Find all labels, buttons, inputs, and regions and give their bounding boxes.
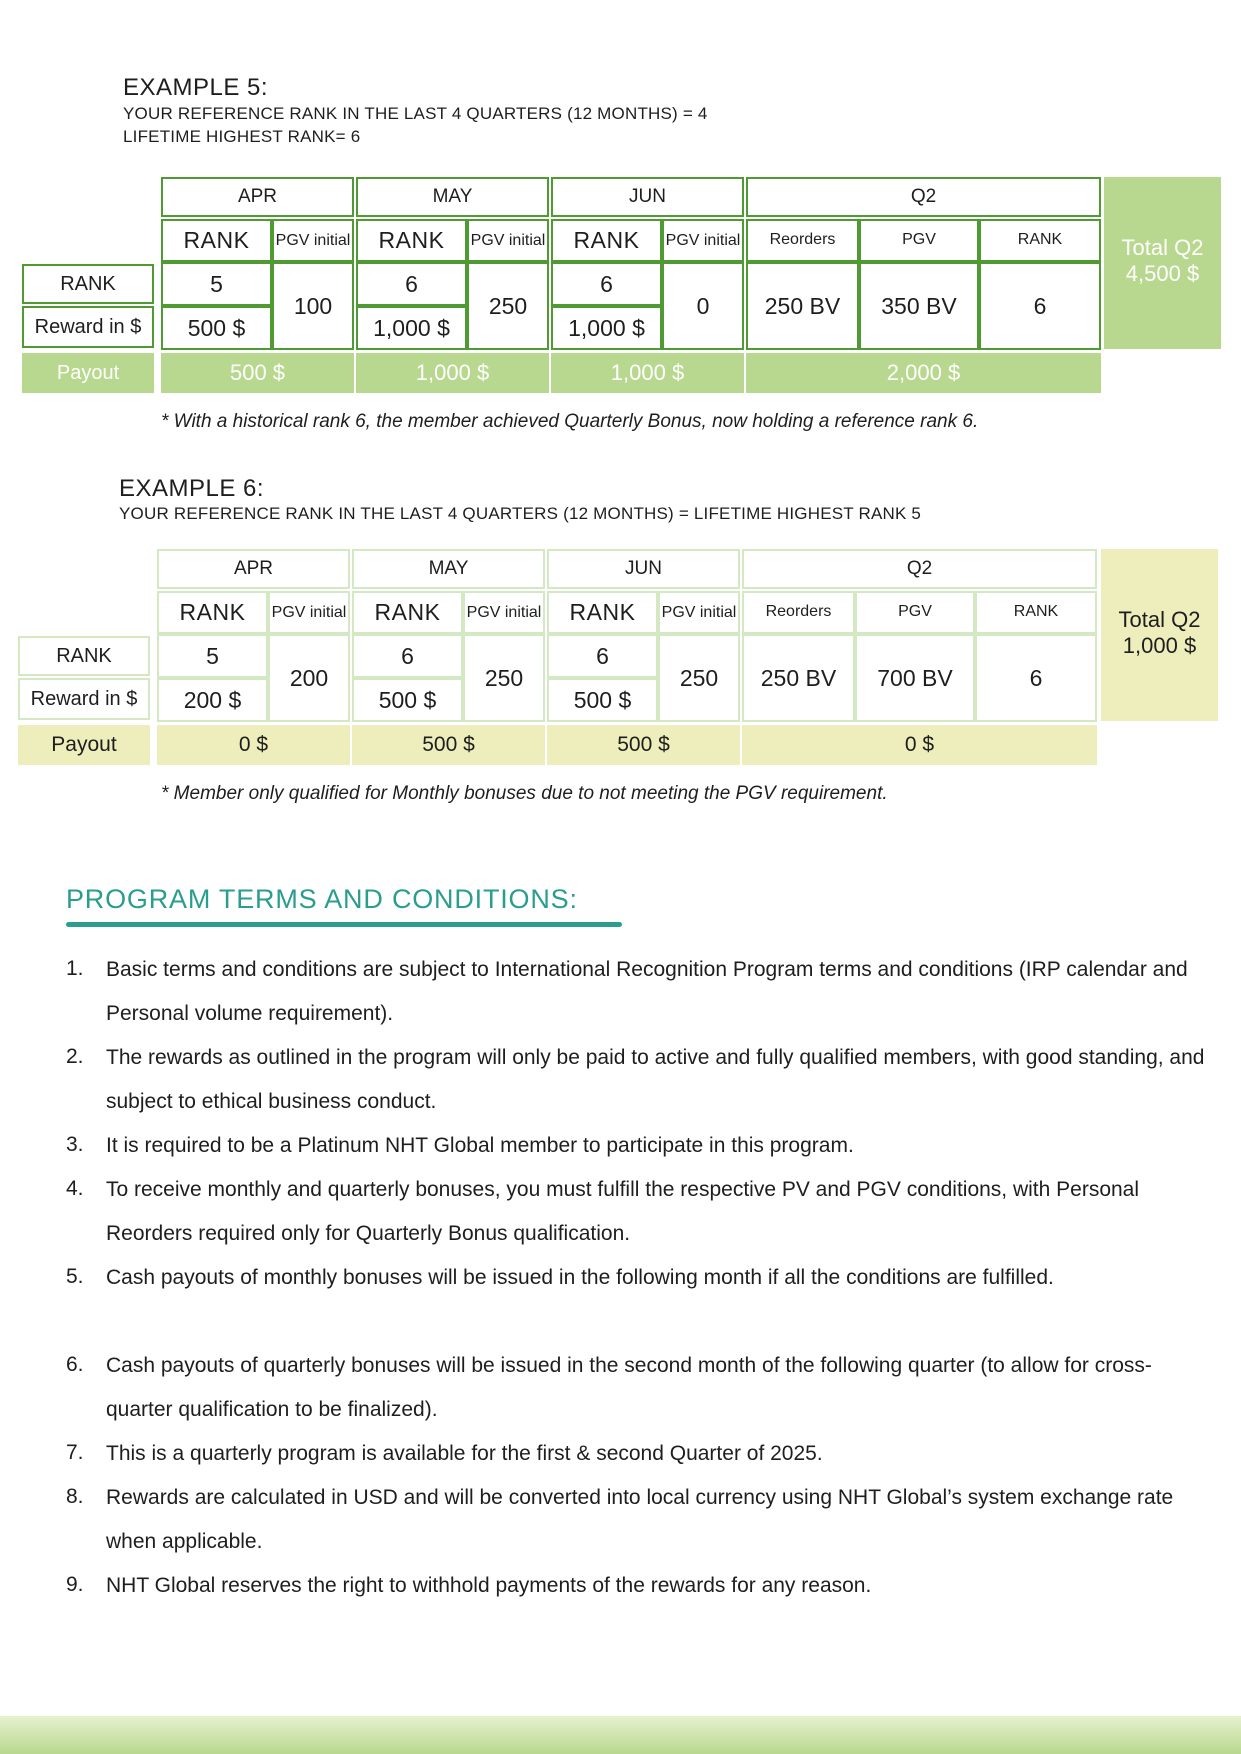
quarter-header-q2: Q2 [746,177,1101,217]
term-text: Basic terms and conditions are subject t… [106,958,1188,1025]
term-number: 1. [66,957,84,980]
rank-header: RANK [352,591,463,634]
term-number: 3. [66,1133,84,1156]
example6-note: * Member only qualified for Monthly bonu… [161,783,888,804]
row-label-payout: Payout [18,725,150,765]
row-label-reward: Reward in $ [22,306,154,348]
quarter-header-q2: Q2 [742,549,1097,589]
month-header-jun: JUN [547,549,740,589]
payout-value: 500 $ [161,353,354,393]
quarter-pgv-value: 350 BV [859,262,979,350]
term-text: NHT Global reserves the right to withhol… [106,1574,872,1597]
pgv-header: PGV initial [658,591,740,634]
payout-value: 1,000 $ [356,353,549,393]
pgv-value: 0 [662,262,744,350]
payout-value: 0 $ [157,725,350,765]
example6-reference-rank: YOUR REFERENCE RANK IN THE LAST 4 QUARTE… [119,504,922,523]
example5-title: EXAMPLE 5: [123,74,269,101]
quarter-pgv-header: PGV [859,219,979,262]
example5-lifetime-rank: LIFETIME HIGHEST RANK= 6 [123,127,361,146]
term-text: This is a quarterly program is available… [106,1442,823,1465]
term-number: 6. [66,1353,84,1376]
term-number: 7. [66,1441,84,1464]
rank-value: 6 [547,634,658,678]
rank-header: RANK [161,219,272,262]
payout-value: 1,000 $ [551,353,744,393]
pgv-value: 250 [658,634,740,722]
reward-value: 500 $ [352,678,463,722]
term-text: It is required to be a Platinum NHT Glob… [106,1134,854,1157]
pgv-value: 100 [272,262,354,350]
total-q2-box: Total Q2 4,500 $ [1104,177,1221,349]
rank-header: RANK [157,591,268,634]
example5-reference-rank: YOUR REFERENCE RANK IN THE LAST 4 QUARTE… [123,104,708,123]
term-text: Cash payouts of monthly bonuses will be … [106,1266,1054,1289]
term-number: 5. [66,1265,84,1288]
rank-value: 6 [356,262,467,306]
quarter-rank-value: 6 [975,634,1097,722]
month-header-apr: APR [157,549,350,589]
reward-value: 500 $ [547,678,658,722]
terms-title-underline [66,922,622,927]
quarter-rank-value: 6 [979,262,1101,350]
month-header-jun: JUN [551,177,744,217]
term-number: 9. [66,1573,84,1596]
example5-note: * With a historical rank 6, the member a… [161,411,979,432]
pgv-value: 250 [467,262,549,350]
term-number: 8. [66,1485,84,1508]
row-label-reward: Reward in $ [18,678,150,720]
reward-value: 500 $ [161,306,272,350]
reorders-value: 250 BV [746,262,859,350]
month-header-may: MAY [356,177,549,217]
rank-header: RANK [356,219,467,262]
pgv-value: 200 [268,634,350,722]
row-label-payout: Payout [22,353,154,393]
quarter-rank-header: RANK [975,591,1097,634]
rank-value: 6 [352,634,463,678]
row-label-rank: RANK [18,636,150,676]
total-q2-box: Total Q2 1,000 $ [1101,549,1218,721]
rank-header: RANK [547,591,658,634]
pgv-header: PGV initial [463,591,545,634]
pgv-header: PGV initial [662,219,744,262]
quarter-pgv-header: PGV [855,591,975,634]
rank-value: 5 [157,634,268,678]
term-number: 2. [66,1045,84,1068]
rank-header: RANK [551,219,662,262]
pgv-header: PGV initial [268,591,350,634]
reorders-header: Reorders [746,219,859,262]
term-text: Rewards are calculated in USD and will b… [106,1486,1174,1553]
reward-value: 1,000 $ [551,306,662,350]
example6-title: EXAMPLE 6: [119,475,265,502]
reorders-value: 250 BV [742,634,855,722]
total-label: Total Q2 [1118,607,1201,632]
terms-title: PROGRAM TERMS AND CONDITIONS: [66,884,578,914]
month-header-may: MAY [352,549,545,589]
term-text: The rewards as outlined in the program w… [106,1046,1205,1113]
rank-value: 5 [161,262,272,306]
rank-value: 6 [551,262,662,306]
pgv-header: PGV initial [272,219,354,262]
pgv-value: 250 [463,634,545,722]
reorders-header: Reorders [742,591,855,634]
footer-band [0,1716,1241,1754]
reward-value: 200 $ [157,678,268,722]
total-value: 4,500 $ [1125,261,1200,287]
pgv-header: PGV initial [467,219,549,262]
payout-value: 500 $ [547,725,740,765]
quarter-pgv-value: 700 BV [855,634,975,722]
total-value: 1,000 $ [1122,633,1197,659]
term-text: To receive monthly and quarterly bonuses… [106,1178,1140,1245]
quarter-payout-value: 2,000 $ [746,353,1101,393]
quarter-payout-value: 0 $ [742,725,1097,765]
reward-value: 1,000 $ [356,306,467,350]
term-text: Cash payouts of quarterly bonuses will b… [106,1354,1152,1421]
quarter-rank-header: RANK [979,219,1101,262]
total-label: Total Q2 [1121,235,1204,260]
month-header-apr: APR [161,177,354,217]
row-label-rank: RANK [22,264,154,304]
term-number: 4. [66,1177,84,1200]
payout-value: 500 $ [352,725,545,765]
